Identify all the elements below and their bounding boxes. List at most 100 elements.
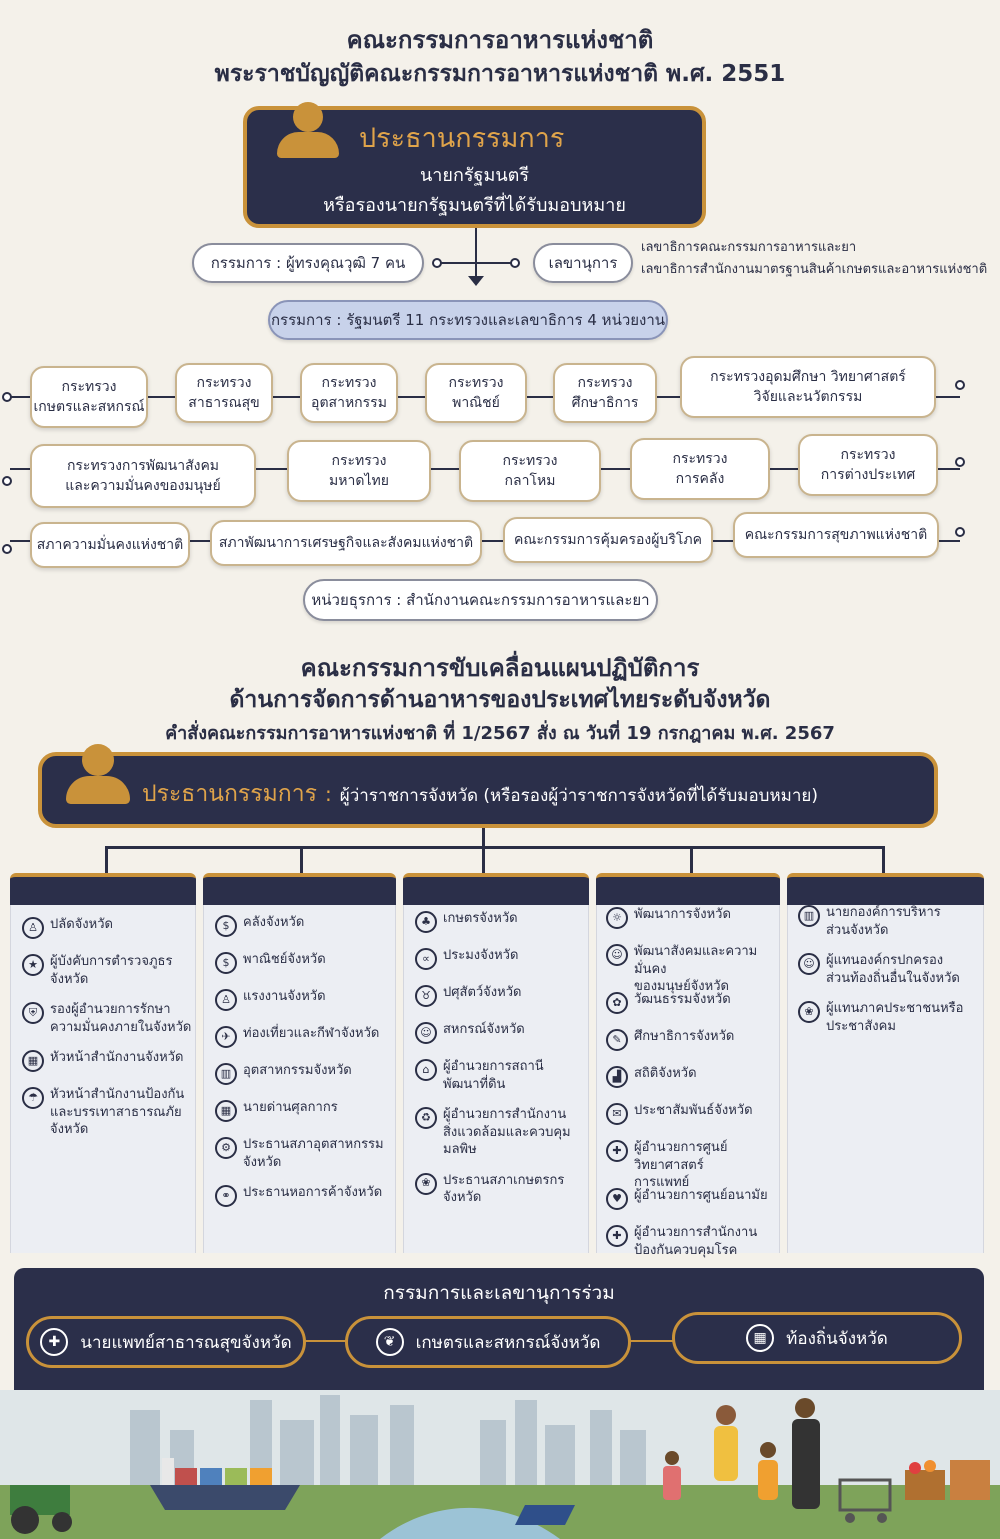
cow-icon: ♉ bbox=[415, 985, 437, 1007]
joint-local-label: ท้องถิ่นจังหวัด bbox=[786, 1328, 888, 1349]
member-item: ♣เกษตรจังหวัด bbox=[415, 910, 587, 933]
member-item: ★ผู้บังคับการตำรวจภูธร จังหวัด bbox=[22, 953, 192, 988]
member-item: ♉ปศุสัตว์จังหวัด bbox=[415, 984, 587, 1007]
family-icon bbox=[663, 1398, 820, 1509]
tree-branch bbox=[690, 846, 693, 874]
customs-icon: ▦ bbox=[215, 1100, 237, 1122]
provincial-chair-text: ประธานกรรมการ : ผู้ว่าราชการจังหวัด (หรื… bbox=[142, 776, 818, 812]
provincial-title: คณะกรรมการขับเคลื่อนแผนปฏิบัติการ bbox=[300, 654, 700, 682]
provincial-chair-value: ผู้ว่าราชการจังหวัด (หรือรองผู้ว่าราชการ… bbox=[339, 786, 819, 806]
connector-dot bbox=[955, 527, 965, 537]
member-item-label: ผู้อำนวยการศูนย์วิทยาศาสตร์ การแพทย์ bbox=[634, 1140, 728, 1191]
official-icon: ♙ bbox=[22, 917, 44, 939]
government-icon: ▥ bbox=[798, 905, 820, 927]
secretary-box: เลขานุการ bbox=[533, 243, 633, 283]
arrow-down-icon bbox=[468, 276, 484, 286]
tree-branch bbox=[105, 846, 108, 874]
member-item: ✉ประชาสัมพันธ์จังหวัด bbox=[606, 1102, 778, 1125]
member-item: ☺สหกรณ์จังหวัด bbox=[415, 1021, 587, 1044]
national-chair-box: ประธานกรรมการ นายกรัฐมนตรี หรือรองนายกรั… bbox=[243, 102, 706, 228]
member-item: ⛨ รองผู้อำนวยการรักษา ความมั่นคงภายในจังห… bbox=[22, 1001, 192, 1036]
person-icon-body bbox=[277, 132, 339, 158]
education-icon: ✎ bbox=[606, 1029, 628, 1051]
member-item-label: นายกองค์การบริหาร ส่วนจังหวัด bbox=[826, 905, 941, 938]
ministry-finance: กระทรวง การคลัง bbox=[630, 438, 770, 500]
column-header-4 bbox=[596, 873, 780, 905]
member-item-label: นายด่านศุลกากร bbox=[243, 1100, 338, 1115]
consumer-protection-board: คณะกรรมการคุ้มครองผู้บริโภค bbox=[503, 517, 713, 563]
produce-crates-icon bbox=[905, 1460, 990, 1500]
land-icon: ⌂ bbox=[415, 1059, 437, 1081]
tractor-icon bbox=[10, 1485, 72, 1534]
ministry-defence: กระทรวง กลาโหม bbox=[459, 440, 601, 502]
worker-icon: ♙ bbox=[215, 989, 237, 1011]
national-health-commission: คณะกรรมการสุขภาพแห่งชาติ bbox=[733, 512, 939, 558]
minister-members: กรรมการ : รัฐมนตรี 11 กระทรวงและเลขาธิกา… bbox=[268, 300, 668, 340]
member-item-label: หัวหน้าสำนักงานจังหวัด bbox=[50, 1050, 184, 1065]
member-item: ✿วัฒนธรรมจังหวัด bbox=[606, 991, 778, 1014]
column-header-2 bbox=[203, 873, 396, 905]
qualified-members: กรรมการ : ผู้ทรงคุณวุฒิ 7 คน bbox=[192, 243, 424, 283]
landscape-illustration bbox=[0, 1390, 1000, 1539]
member-item-label: หัวหน้าสำนักงานป้องกัน และบรรเทาสาธารณภั… bbox=[50, 1087, 185, 1138]
member-item: ☺ พัฒนาสังคมและความมั่นคง ของมนุษย์จังหวั… bbox=[606, 943, 778, 996]
member-item-label: ท่องเที่ยวและกีฬาจังหวัด bbox=[243, 1026, 380, 1041]
tourism-icon: ✈ bbox=[215, 1026, 237, 1048]
people-icon: ☺ bbox=[606, 944, 628, 966]
tree-branch bbox=[482, 846, 485, 874]
shield-icon: ⛨ bbox=[22, 1002, 44, 1024]
culture-icon: ✿ bbox=[606, 992, 628, 1014]
connector-dot bbox=[432, 258, 442, 268]
member-item: ❀ผู้แทนภาคประชาชนหรือ ประชาสังคม bbox=[798, 1000, 978, 1035]
factory-icon: ▥ bbox=[215, 1063, 237, 1085]
ministry-higher-education: กระทรวงอุดมศึกษา วิทยาศาสตร์ วิจัยและนวั… bbox=[680, 356, 936, 418]
member-item-label: ผู้แทนภาคประชาชนหรือ ประชาสังคม bbox=[826, 1001, 964, 1034]
tree-branch bbox=[882, 846, 885, 874]
joint-agriculture: ❦ เกษตรและสหกรณ์จังหวัด bbox=[345, 1316, 631, 1368]
member-item: ⚙ ประธานสภาอุตสาหกรรม จังหวัด bbox=[215, 1136, 395, 1171]
shopping-cart-icon bbox=[838, 1478, 892, 1523]
provincial-subtitle: ด้านการจัดการด้านอาหารของประเทศไทยระดับจ… bbox=[229, 687, 771, 713]
member-item: ▥ นายกองค์การบริหาร ส่วนจังหวัด bbox=[798, 904, 978, 939]
ministry-interior: กระทรวง มหาดไทย bbox=[287, 440, 431, 502]
national-chair-label: ประธานกรรมการ bbox=[359, 123, 565, 154]
farmer-council-icon: ❀ bbox=[415, 1172, 437, 1195]
member-item: $พาณิชย์จังหวัด bbox=[215, 951, 395, 974]
member-item-label: ปลัดจังหวัด bbox=[50, 917, 113, 932]
hand-protect-icon: ☂ bbox=[22, 1087, 44, 1109]
joint-title: กรรมการและเลขานุการร่วม bbox=[383, 1282, 615, 1304]
member-item: ▥อุตสาหกรรมจังหวัด bbox=[215, 1062, 395, 1085]
member-item-label: ประธานสภาเกษตรกรจังหวัด bbox=[443, 1172, 565, 1206]
ministry-commerce: กระทรวง พาณิชย์ bbox=[425, 363, 527, 423]
member-item-label: ศึกษาธิการจังหวัด bbox=[634, 1029, 735, 1044]
national-chair-line2: หรือรองนายกรัฐมนตรีที่ได้รับมอบหมาย bbox=[323, 195, 626, 216]
tree-branch bbox=[300, 846, 303, 874]
member-item: ❀ ประธานสภาเกษตรกรจังหวัด bbox=[415, 1172, 587, 1207]
disease-control-icon: ✚ bbox=[606, 1225, 628, 1247]
member-item: ✚ผู้อำนวยการศูนย์วิทยาศาสตร์ การแพทย์ bbox=[606, 1139, 778, 1192]
fish-icon: ∝ bbox=[415, 948, 437, 970]
leaf-icon: ❦ bbox=[375, 1328, 404, 1356]
member-item-label: รองผู้อำนวยการรักษา ความมั่นคงภายในจังหว… bbox=[50, 1002, 192, 1035]
local-rep-icon: ☺ bbox=[798, 953, 820, 975]
national-subtitle: พระราชบัญญัติคณะกรรมการอาหารแห่งชาติ พ.ศ… bbox=[214, 61, 786, 87]
member-item-label: ผู้อำนวยการศูนย์อนามัย bbox=[634, 1188, 768, 1203]
member-item-label: พัฒนาสังคมและความมั่นคง ของมนุษย์จังหวัด bbox=[634, 944, 758, 995]
money-bag-icon: $ bbox=[215, 915, 237, 937]
ministry-foreign-affairs: กระทรวง การต่างประเทศ bbox=[798, 434, 938, 496]
member-item: ▟สถิติจังหวัด bbox=[606, 1065, 778, 1088]
connector-dot bbox=[510, 258, 520, 268]
national-chair-line1: นายกรัฐมนตรี bbox=[420, 165, 529, 186]
member-item-label: ประมงจังหวัด bbox=[443, 948, 519, 963]
secretary-note-2: เลขาธิการสำนักงานมาตรฐานสินค้าเกษตรและอา… bbox=[641, 262, 988, 277]
provincial-chair-label: ประธานกรรมการ bbox=[142, 781, 317, 807]
member-item-label: ประธานสภาอุตสาหกรรม จังหวัด bbox=[243, 1137, 384, 1170]
hand-coin-icon: $ bbox=[215, 952, 237, 974]
joint-public-health-label: นายแพทย์สาธารณสุขจังหวัด bbox=[80, 1332, 292, 1353]
member-item-label: ประชาสัมพันธ์จังหวัด bbox=[634, 1103, 753, 1118]
gear-icon: ⚙ bbox=[215, 1137, 237, 1159]
column-header-5 bbox=[787, 873, 984, 905]
tree-bar bbox=[105, 846, 885, 849]
member-item: ✎ ศึกษาธิการจังหวัด bbox=[606, 1028, 778, 1051]
member-item: ☼พัฒนาการจังหวัด bbox=[606, 906, 778, 929]
